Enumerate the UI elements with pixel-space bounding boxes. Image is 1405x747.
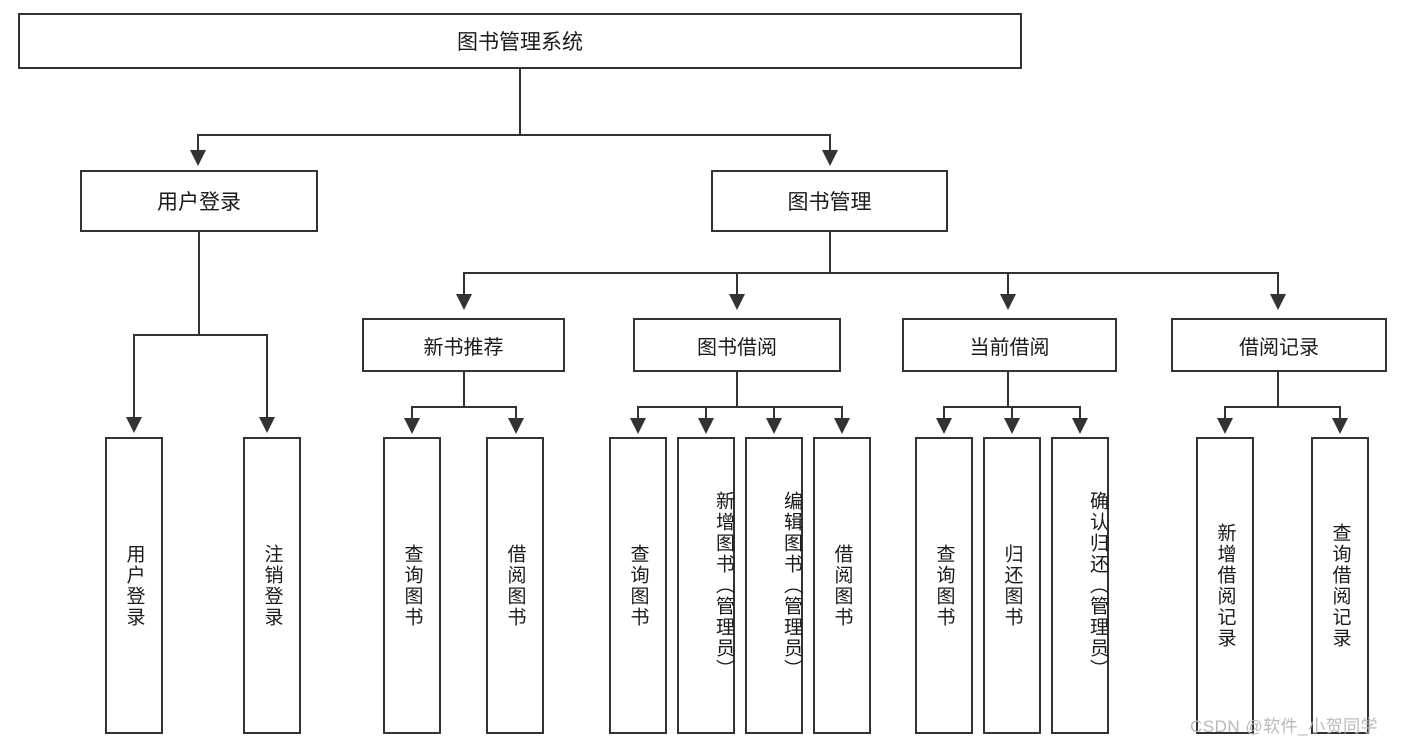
edge-borrow-record-to-leaf-2 <box>1339 406 1341 421</box>
node-label: 借阅记录 <box>1239 336 1319 359</box>
edge-book-borrow-to-leaf-3 <box>773 406 775 421</box>
arrow-user-login-to-leaf-2 <box>259 417 275 433</box>
edge-borrow-record-to-leaf-1 <box>1224 406 1226 421</box>
leaf-add-borrow-record[interactable]: 新增借阅记录 <box>1196 437 1254 734</box>
edge-user-login-to-leaf-2 <box>266 334 268 421</box>
leaf-add-book-admin[interactable]: 新增图书（管理员） <box>677 437 735 734</box>
node-root-book-management-system[interactable]: 图书管理系统 <box>18 13 1022 69</box>
edge-new-book-stem <box>463 372 465 407</box>
edge-book-borrow-to-leaf-4 <box>841 406 843 421</box>
node-label: 注销登录 <box>261 543 283 628</box>
node-label: 新增借阅记录 <box>1214 522 1236 649</box>
arrow-root-to-book-management <box>822 150 838 166</box>
leaf-logout[interactable]: 注销登录 <box>243 437 301 734</box>
edge-user-login-bus <box>133 334 267 336</box>
arrow-book-borrow-to-leaf-3 <box>766 418 782 434</box>
edge-borrow-record-bus <box>1224 406 1340 408</box>
arrow-book-borrow-to-leaf-4 <box>834 418 850 434</box>
edge-current-borrow-stem <box>1007 372 1009 407</box>
arrow-bm-to-book-borrow <box>729 294 745 310</box>
arrow-current-borrow-to-leaf-3 <box>1072 418 1088 434</box>
leaf-query-book-new-recommend[interactable]: 查询图书 <box>383 437 441 734</box>
edge-new-book-bus <box>411 406 516 408</box>
leaf-query-book-borrow[interactable]: 查询图书 <box>609 437 667 734</box>
edge-new-book-to-leaf-1 <box>411 406 413 421</box>
node-new-book-recommend[interactable]: 新书推荐 <box>362 318 565 372</box>
node-label: 查询图书 <box>933 543 955 628</box>
node-label: 新书推荐 <box>423 336 504 359</box>
edge-book-borrow-bus <box>637 406 843 408</box>
node-label: 编辑图书（管理员） <box>781 491 802 680</box>
edge-book-management-stem <box>829 232 831 273</box>
node-label: 归还图书 <box>1001 543 1023 628</box>
node-label: 借阅图书 <box>504 543 526 628</box>
arrow-book-borrow-to-leaf-2 <box>698 418 714 434</box>
edge-current-borrow-to-leaf-3 <box>1079 406 1081 421</box>
leaf-borrow-book[interactable]: 借阅图书 <box>813 437 871 734</box>
leaf-borrow-book-new-recommend[interactable]: 借阅图书 <box>486 437 544 734</box>
edge-new-book-to-leaf-2 <box>515 406 517 421</box>
node-label: 用户登录 <box>157 191 241 214</box>
edge-bm-to-book-borrow <box>736 272 738 298</box>
edge-root-bus <box>198 134 831 136</box>
watermark: CSDN @软件_小贺同学 <box>1190 717 1379 736</box>
edge-root-to-book-management <box>829 134 831 156</box>
arrow-borrow-record-to-leaf-1 <box>1217 418 1233 434</box>
arrow-borrow-record-to-leaf-2 <box>1332 418 1348 434</box>
edge-book-management-bus <box>463 272 1279 274</box>
edge-bm-to-current-borrow <box>1007 272 1009 298</box>
node-label: 查询图书 <box>401 543 423 628</box>
arrow-bm-to-new-book <box>456 294 472 310</box>
node-label: 借阅图书 <box>831 543 853 628</box>
node-current-borrow[interactable]: 当前借阅 <box>902 318 1117 372</box>
node-label: 当前借阅 <box>969 336 1050 359</box>
leaf-edit-book-admin[interactable]: 编辑图书（管理员） <box>745 437 803 734</box>
arrow-root-to-user-login <box>190 150 206 166</box>
edge-book-borrow-to-leaf-2 <box>705 406 707 421</box>
leaf-query-book-current[interactable]: 查询图书 <box>915 437 973 734</box>
node-book-borrow[interactable]: 图书借阅 <box>633 318 841 372</box>
edge-book-borrow-to-leaf-1 <box>637 406 639 421</box>
leaf-confirm-return-admin[interactable]: 确认归还（管理员） <box>1051 437 1109 734</box>
node-book-management[interactable]: 图书管理 <box>711 170 948 232</box>
edge-user-login-stem <box>198 232 200 335</box>
node-label: 查询图书 <box>627 543 649 628</box>
edge-bm-to-new-book <box>463 272 465 298</box>
node-label: 查询借阅记录 <box>1329 522 1351 649</box>
leaf-user-login[interactable]: 用户登录 <box>105 437 163 734</box>
arrow-bm-to-current-borrow <box>1000 294 1016 310</box>
node-label: 图书管理 <box>787 191 872 214</box>
arrow-user-login-to-leaf-1 <box>126 417 142 433</box>
node-label: 确认归还（管理员） <box>1087 491 1108 680</box>
edge-borrow-record-stem <box>1277 372 1279 407</box>
edge-book-borrow-stem <box>736 372 738 407</box>
edge-current-borrow-to-leaf-2 <box>1011 406 1013 421</box>
edge-current-borrow-to-leaf-1 <box>943 406 945 421</box>
edge-root-stem <box>519 69 521 135</box>
edge-bm-to-borrow-record <box>1277 272 1279 298</box>
leaf-query-borrow-record[interactable]: 查询借阅记录 <box>1311 437 1369 734</box>
arrow-new-book-to-leaf-2 <box>508 418 524 434</box>
arrow-bm-to-borrow-record <box>1270 294 1286 310</box>
edge-user-login-to-leaf-1 <box>133 334 135 421</box>
leaf-return-book[interactable]: 归还图书 <box>983 437 1041 734</box>
node-label: 用户登录 <box>123 543 145 628</box>
arrow-current-borrow-to-leaf-2 <box>1004 418 1020 434</box>
node-label: 新增图书（管理员） <box>713 491 734 680</box>
arrow-book-borrow-to-leaf-1 <box>630 418 646 434</box>
node-label: 图书借阅 <box>697 336 777 359</box>
node-user-login[interactable]: 用户登录 <box>80 170 318 232</box>
arrow-current-borrow-to-leaf-1 <box>936 418 952 434</box>
node-label: 图书管理系统 <box>457 31 583 54</box>
node-borrow-record[interactable]: 借阅记录 <box>1171 318 1387 372</box>
arrow-new-book-to-leaf-1 <box>404 418 420 434</box>
edge-root-to-user-login <box>197 134 199 156</box>
